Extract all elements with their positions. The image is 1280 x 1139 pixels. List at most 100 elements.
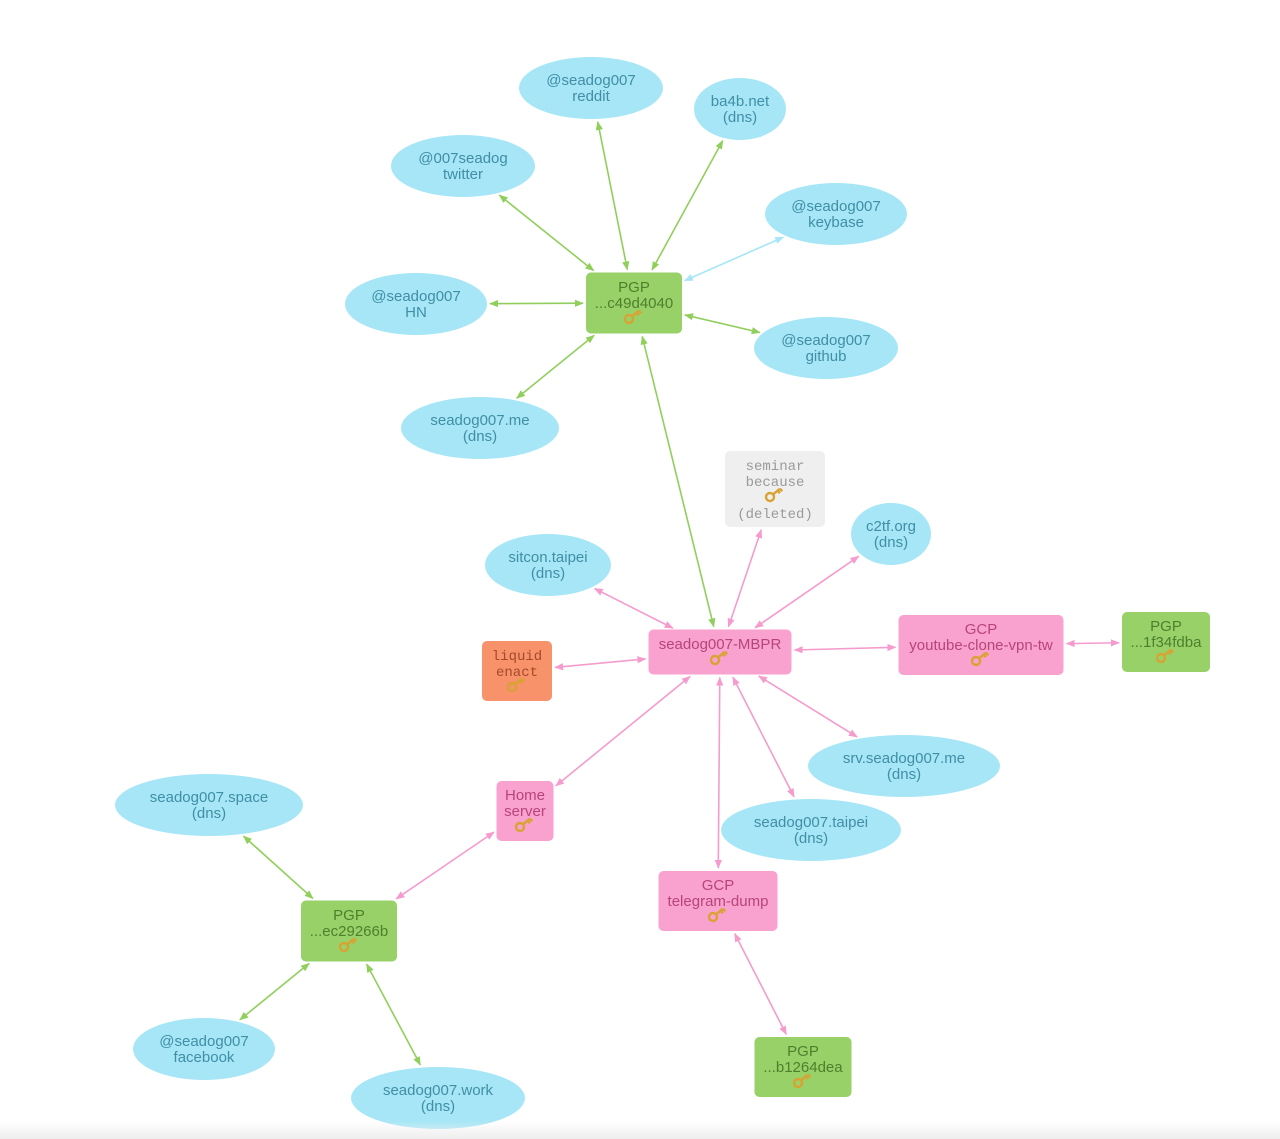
key-icon	[506, 677, 526, 693]
node-label-line: (dns)	[192, 805, 226, 822]
node-label-line: @seadog007	[546, 72, 635, 89]
node-c2tf[interactable]: c2tf.org(dns)	[851, 503, 931, 565]
node-label-line: (deleted)	[737, 507, 813, 523]
edge-pgp_c49-ba4b	[651, 139, 724, 271]
key-icon	[709, 650, 729, 666]
ellipse-node-shape	[345, 273, 487, 335]
edge-pgp_ec2-facebook	[239, 962, 310, 1021]
node-label-line: PGP	[618, 279, 650, 296]
box-node-shape	[496, 781, 554, 841]
node-label-line: seadog007.taipei	[754, 814, 868, 831]
node-label-line: youtube-clone-vpn-tw	[909, 637, 1053, 654]
node-label-line: (dns)	[874, 534, 908, 551]
key-icon	[707, 907, 727, 923]
node-label-line: seadog007-MBPR	[659, 636, 782, 653]
edge-pgp_c49-github	[684, 313, 761, 335]
node-label-line: seminar	[746, 459, 805, 475]
ellipse-node-shape	[351, 1067, 525, 1129]
edge-pgp_c49-mbpr	[640, 335, 716, 628]
ellipse-node-shape	[754, 317, 898, 379]
node-pgp_ec2[interactable]: PGP...ec29266b	[301, 900, 397, 962]
node-work[interactable]: seadog007.work(dns)	[351, 1067, 525, 1129]
node-label-line: @007seadog	[418, 150, 507, 167]
edge-mbpr-taipei	[732, 676, 795, 798]
node-pgp_1f3[interactable]: PGP...1f34fdba	[1122, 612, 1210, 672]
box-node-shape	[648, 629, 792, 675]
ellipse-node-shape	[391, 135, 535, 197]
node-label-line: liquid	[492, 649, 542, 665]
ellipse-node-shape	[115, 774, 303, 836]
edge-mbpr-gcp_tg	[714, 676, 724, 869]
node-ba4b[interactable]: ba4b.net(dns)	[694, 78, 786, 140]
node-label-line: github	[806, 348, 847, 365]
box-node-shape	[482, 641, 552, 701]
ellipse-node-shape	[851, 503, 931, 565]
edge-pgp_c49-keybase	[683, 236, 785, 282]
node-label-line: seadog007.work	[383, 1082, 494, 1099]
node-label-line: @seadog007	[159, 1033, 248, 1050]
node-label-line: PGP	[1150, 618, 1182, 635]
node-label-line: (dns)	[794, 830, 828, 847]
edge-mbpr-seminar	[727, 528, 763, 628]
node-seadogme[interactable]: seadog007.me(dns)	[401, 397, 559, 459]
ellipse-node-shape	[808, 735, 1000, 797]
key-icon	[623, 309, 643, 325]
node-label-line: ...1f34fdba	[1131, 634, 1203, 651]
node-label-line: @seadog007	[791, 198, 880, 215]
box-node-shape	[1122, 612, 1210, 672]
ellipse-node-shape	[765, 183, 907, 245]
edge-pgp_ec2-work	[365, 963, 422, 1066]
key-icon	[970, 651, 990, 667]
node-label-line: ...b1264dea	[763, 1059, 843, 1076]
edge-pgp_c49-reddit	[595, 120, 630, 271]
node-label-line: seadog007.space	[150, 789, 268, 806]
edge-pgp_c49-twitter	[498, 194, 595, 272]
key-icon	[514, 817, 534, 833]
node-label-line: (dns)	[421, 1098, 455, 1115]
node-pgp_b12[interactable]: PGP...b1264dea	[754, 1037, 852, 1097]
edge-mbpr-c2tf	[754, 555, 860, 629]
bottom-fade	[0, 1121, 1280, 1139]
edge-gcp_yt-pgp_1f3	[1065, 639, 1120, 648]
node-label-line: (dns)	[531, 565, 565, 582]
node-srv[interactable]: srv.seadog007.me(dns)	[808, 735, 1000, 797]
node-pgp_c49[interactable]: PGP...c49d4040	[586, 272, 682, 334]
node-taipei[interactable]: seadog007.taipei(dns)	[721, 799, 901, 861]
node-space[interactable]: seadog007.space(dns)	[115, 774, 303, 836]
node-label-line: telegram-dump	[668, 893, 769, 910]
node-label-line: keybase	[808, 214, 864, 231]
node-label-line: (dns)	[887, 766, 921, 783]
key-icon	[338, 937, 358, 953]
key-icon	[764, 487, 784, 503]
ellipse-node-shape	[694, 78, 786, 140]
edge-pgp_ec2-space	[242, 835, 314, 900]
node-label-line: twitter	[443, 166, 483, 183]
edge-mbpr-home	[555, 675, 691, 787]
node-label-line: (dns)	[463, 428, 497, 445]
ellipse-node-shape	[133, 1018, 275, 1080]
box-node-shape	[754, 1037, 852, 1097]
node-label-line: facebook	[174, 1049, 235, 1066]
node-label-line: GCP	[702, 877, 735, 894]
node-mbpr[interactable]: seadog007-MBPR	[648, 629, 792, 675]
node-label-line: @seadog007	[781, 332, 870, 349]
node-label-line: @seadog007	[371, 288, 460, 305]
ellipse-node-shape	[401, 397, 559, 459]
box-node-shape	[725, 451, 825, 527]
node-sitcon[interactable]: sitcon.taipei(dns)	[485, 534, 611, 596]
node-label-line: because	[746, 475, 805, 491]
node-label-line: server	[504, 803, 546, 820]
